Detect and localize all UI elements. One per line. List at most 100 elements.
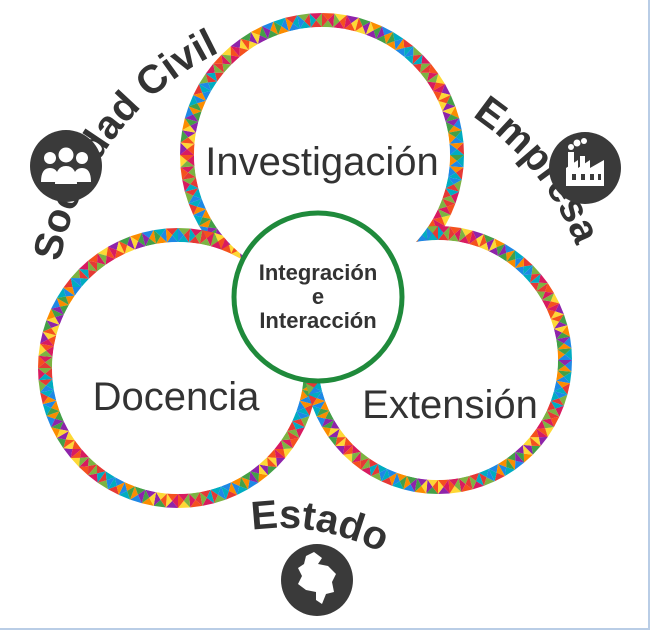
ring-segment — [378, 463, 388, 473]
ring-segment — [180, 137, 195, 144]
ring-segment — [63, 439, 75, 449]
ring-segment — [188, 132, 196, 144]
ring-segment — [458, 236, 470, 245]
ring-segment — [550, 293, 560, 304]
ring-segment — [426, 226, 433, 241]
ring-segment — [42, 400, 57, 408]
ring-segment — [292, 15, 300, 29]
ring-segment — [199, 84, 212, 93]
ring-segment — [387, 468, 397, 478]
ring-segment — [65, 431, 75, 441]
ring-segment — [412, 54, 423, 65]
ring-segment — [432, 217, 445, 226]
ring-segment — [420, 63, 431, 73]
ring-segment — [395, 47, 405, 57]
ring-segment — [202, 209, 212, 219]
ring-segment — [190, 228, 203, 237]
ring-segment — [205, 73, 218, 83]
ring-segment — [312, 405, 321, 417]
ring-segment — [553, 321, 568, 329]
ring-segment — [79, 457, 89, 467]
ring-segment — [178, 500, 191, 508]
ring-segment — [553, 391, 568, 399]
ring-segment — [138, 232, 146, 247]
ring-segment — [316, 408, 330, 417]
ring-segment — [392, 481, 404, 490]
ring-segment — [248, 480, 259, 490]
ring-segment — [304, 13, 311, 28]
ring-segment — [38, 379, 53, 386]
ring-segment — [381, 468, 390, 482]
docencia-label: Docencia — [93, 375, 261, 419]
ring-segment — [187, 155, 195, 167]
ring-segment — [309, 13, 322, 21]
ring-segment — [249, 32, 258, 45]
ring-segment — [105, 255, 115, 265]
ring-segment — [316, 391, 326, 401]
ring-segment — [63, 448, 73, 458]
ring-segment — [210, 489, 218, 504]
ring-segment — [40, 392, 49, 405]
ring-segment — [454, 228, 462, 242]
ring-segment — [335, 437, 347, 447]
ring-segment — [182, 172, 196, 180]
ring-segment — [322, 20, 334, 28]
ring-segment — [188, 166, 196, 178]
ring-segment — [221, 46, 231, 56]
ring-segment — [206, 232, 215, 247]
ring-segment — [441, 215, 451, 226]
ring-segment — [556, 332, 570, 340]
ring-segment — [382, 26, 393, 36]
ring-segment — [556, 339, 564, 350]
ring-segment — [292, 418, 305, 428]
ring-segment — [432, 82, 445, 91]
ring-segment — [386, 32, 395, 45]
ring-segment — [65, 295, 75, 305]
ring-segment — [421, 479, 428, 494]
ring-segment — [297, 13, 310, 22]
ring-segment — [344, 15, 352, 29]
ring-segment — [522, 265, 533, 276]
colombia-map-icon — [281, 544, 353, 616]
ring-segment — [330, 420, 340, 429]
ring-segment — [432, 219, 445, 228]
ring-segment — [156, 236, 167, 244]
ring-segment — [360, 451, 370, 461]
ring-segment — [230, 38, 241, 48]
ring-segment — [541, 300, 551, 310]
ring-segment — [42, 404, 52, 416]
ring-segment — [165, 493, 173, 508]
ring-segment — [370, 21, 382, 31]
ring-segment — [296, 411, 310, 419]
ring-segment — [38, 362, 52, 368]
ring-segment — [389, 472, 397, 486]
ring-segment — [115, 477, 125, 486]
ring-segment — [322, 13, 335, 21]
ring-segment — [538, 273, 548, 284]
ring-segment — [496, 463, 505, 476]
ring-segment — [249, 471, 259, 483]
ring-segment — [550, 391, 560, 401]
ring-segment — [221, 54, 232, 65]
ring-segment — [250, 471, 259, 483]
ring-segment — [184, 188, 199, 196]
ring-segment — [178, 493, 189, 501]
ring-segment — [38, 355, 53, 363]
ring-segment — [344, 23, 356, 32]
ring-segment — [262, 21, 274, 31]
ring-segment — [190, 121, 199, 133]
ring-segment — [45, 357, 53, 368]
ring-segment — [218, 486, 226, 500]
ring-segment — [563, 371, 572, 384]
ring-segment — [55, 411, 64, 422]
ring-segment — [369, 458, 378, 468]
ring-segment — [557, 365, 572, 372]
ring-segment — [79, 457, 89, 467]
ring-segment — [458, 228, 466, 242]
ring-segment — [449, 142, 464, 150]
ring-segment — [550, 398, 564, 406]
ring-segment — [299, 389, 308, 401]
ring-segment — [403, 484, 415, 492]
ring-segment — [88, 269, 97, 279]
